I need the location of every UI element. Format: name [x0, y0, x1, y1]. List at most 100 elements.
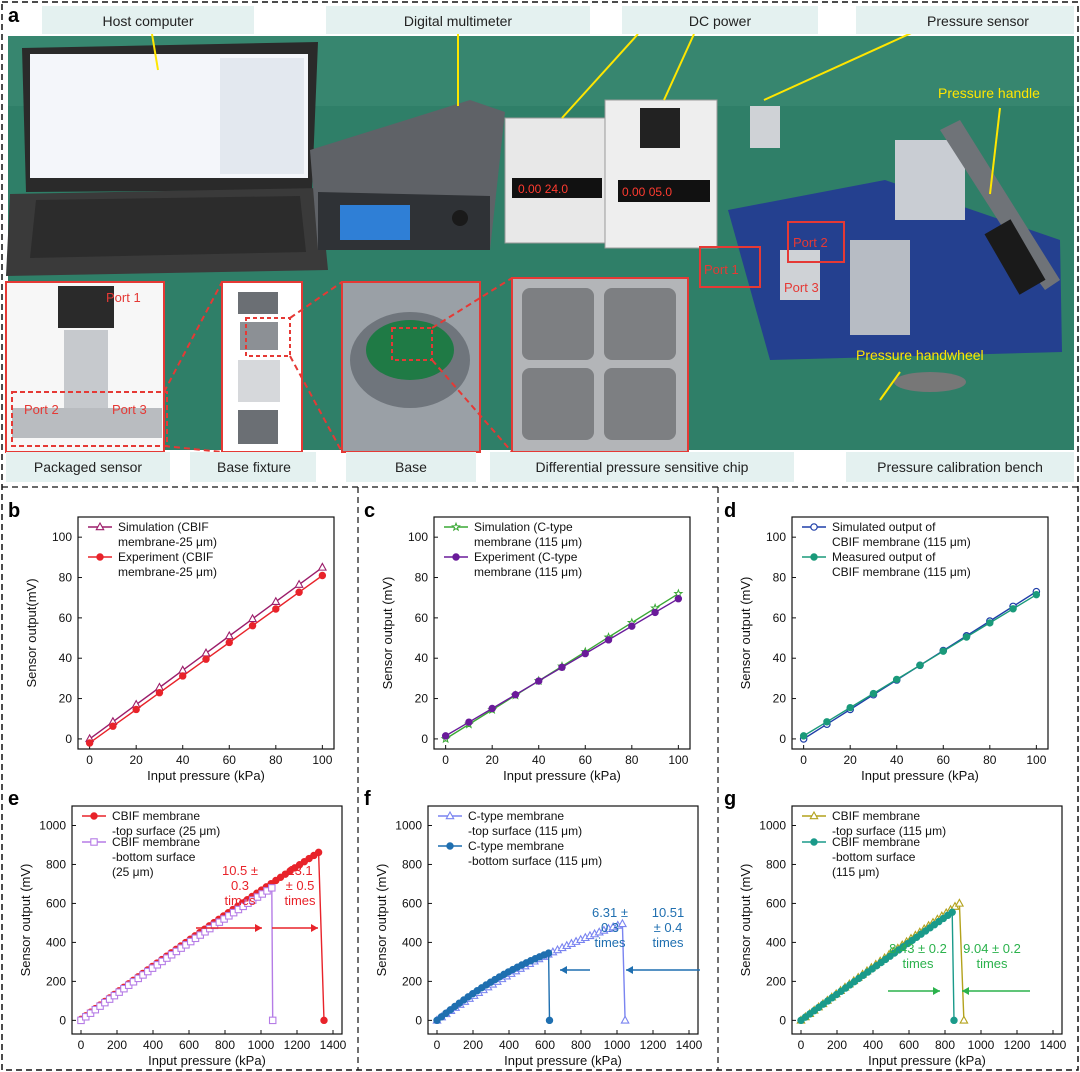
y-tick-label: 100 — [408, 530, 428, 544]
y-tick-label: 20 — [773, 692, 787, 706]
data-point — [441, 732, 450, 740]
x-tick-label: 200 — [463, 1038, 483, 1052]
data-point — [248, 622, 257, 630]
caption-chip: Differential pressure sensitive chip — [536, 459, 749, 475]
data-point — [799, 732, 808, 740]
x-tick-label: 0 — [798, 1038, 805, 1052]
x-tick-label: 80 — [269, 753, 283, 767]
x-tick-label: 60 — [579, 753, 593, 767]
data-point — [320, 1016, 328, 1025]
y-tick-label: 400 — [46, 935, 66, 949]
panel-letter-e: e — [8, 788, 19, 810]
annotation-text: 6.31 ± — [592, 905, 628, 920]
data-point — [314, 848, 323, 857]
inset-packaged-sensor: Port 1 Port 2 Port 3 — [5, 281, 168, 453]
data-point — [179, 672, 187, 680]
pressure-handle-label: Pressure handle — [938, 85, 1040, 101]
pointer-arrows — [151, 29, 1001, 401]
panel-a: a 0.00 24.0 0.00 05.0 — [5, 5, 1074, 453]
x-axis-label: Input pressure (kPa) — [504, 1053, 622, 1068]
data-point — [617, 918, 628, 928]
data-point — [948, 908, 956, 916]
arrow-head — [962, 987, 969, 995]
x-tick-label: 0 — [78, 1038, 85, 1052]
x-tick-label: 600 — [179, 1038, 199, 1052]
x-tick-label: 40 — [890, 753, 904, 767]
annotation-text: 0.3 — [231, 878, 249, 893]
y-tick-label: 600 — [46, 896, 66, 910]
y-tick-label: 200 — [766, 974, 786, 988]
data-point — [674, 595, 683, 603]
annotation-text: 9.04 ± 0.2 — [963, 941, 1021, 956]
x-tick-label: 1200 — [640, 1038, 667, 1052]
data-point — [544, 949, 553, 957]
x-tick-label: 100 — [312, 753, 332, 767]
y-tick-label: 0 — [415, 1013, 422, 1027]
y-tick-label: 100 — [766, 530, 786, 544]
x-tick-label: 0 — [442, 753, 449, 767]
legend-text: (115 μm) — [832, 865, 879, 879]
x-axis-label: Input pressure (kPa) — [147, 768, 265, 783]
x-axis-label: Input pressure (kPa) — [148, 1053, 266, 1068]
data-point — [247, 613, 258, 623]
inset-chip — [511, 277, 689, 453]
panel-letter-d: d — [724, 500, 736, 522]
legend-text: CBIF membrane (115 μm) — [832, 535, 971, 549]
annotation-text: 0.3 — [601, 920, 619, 935]
annotation-text: times — [224, 893, 256, 908]
x-tick-label: 20 — [486, 753, 500, 767]
y-tick-label: 600 — [402, 896, 422, 910]
data-point — [535, 677, 543, 685]
data-point — [272, 605, 280, 613]
legend-marker — [446, 842, 454, 850]
data-point — [869, 689, 878, 698]
plot-frame — [71, 805, 343, 1035]
x-tick-label: 60 — [937, 753, 951, 767]
y-tick-label: 1000 — [39, 818, 66, 832]
y-tick-label: 200 — [46, 974, 66, 988]
annotation-text: times — [902, 956, 934, 971]
inset-base-fixture — [221, 281, 303, 453]
plot-frame — [791, 805, 1063, 1035]
y-tick-label: 60 — [415, 611, 429, 625]
x-axis-label: Input pressure (kPa) — [868, 1053, 986, 1068]
data-point — [318, 571, 327, 580]
legend-text: C-type membrane — [468, 839, 564, 853]
inset-port1-label: Port 1 — [106, 290, 141, 305]
data-point — [155, 689, 164, 697]
x-tick-label: 400 — [863, 1038, 883, 1052]
data-point — [558, 663, 566, 671]
x-tick-label: 20 — [844, 753, 858, 767]
port2-label: Port 2 — [793, 235, 828, 250]
legend-marker — [810, 553, 818, 561]
x-tick-label: 1400 — [320, 1038, 347, 1052]
x-tick-label: 400 — [143, 1038, 163, 1052]
legend-marker — [810, 838, 818, 846]
annotation-text: times — [976, 956, 1008, 971]
data-point — [939, 647, 947, 655]
x-tick-label: 800 — [215, 1038, 235, 1052]
y-axis-label: Sensor output (mV) — [738, 577, 753, 690]
annotation-text: 8.43 ± 0.2 — [889, 941, 947, 956]
y-tick-label: 200 — [402, 974, 422, 988]
data-point — [846, 703, 854, 712]
x-tick-label: 1000 — [604, 1038, 631, 1052]
arrow-head — [311, 924, 318, 932]
y-axis-label: Sensor output(mV) — [24, 578, 39, 687]
port1-box — [699, 246, 761, 288]
plot-frame — [427, 805, 699, 1035]
inset-port2-label: Port 2 — [24, 402, 59, 417]
caption-base: Base — [395, 459, 427, 475]
y-tick-label: 800 — [46, 857, 66, 871]
data-point — [85, 739, 94, 747]
caption-packaged-sensor: Packaged sensor — [34, 459, 143, 475]
y-tick-label: 400 — [766, 935, 786, 949]
y-tick-label: 600 — [766, 896, 786, 910]
y-axis-label: Sensor output (mV) — [380, 577, 395, 690]
y-tick-label: 40 — [59, 651, 73, 665]
